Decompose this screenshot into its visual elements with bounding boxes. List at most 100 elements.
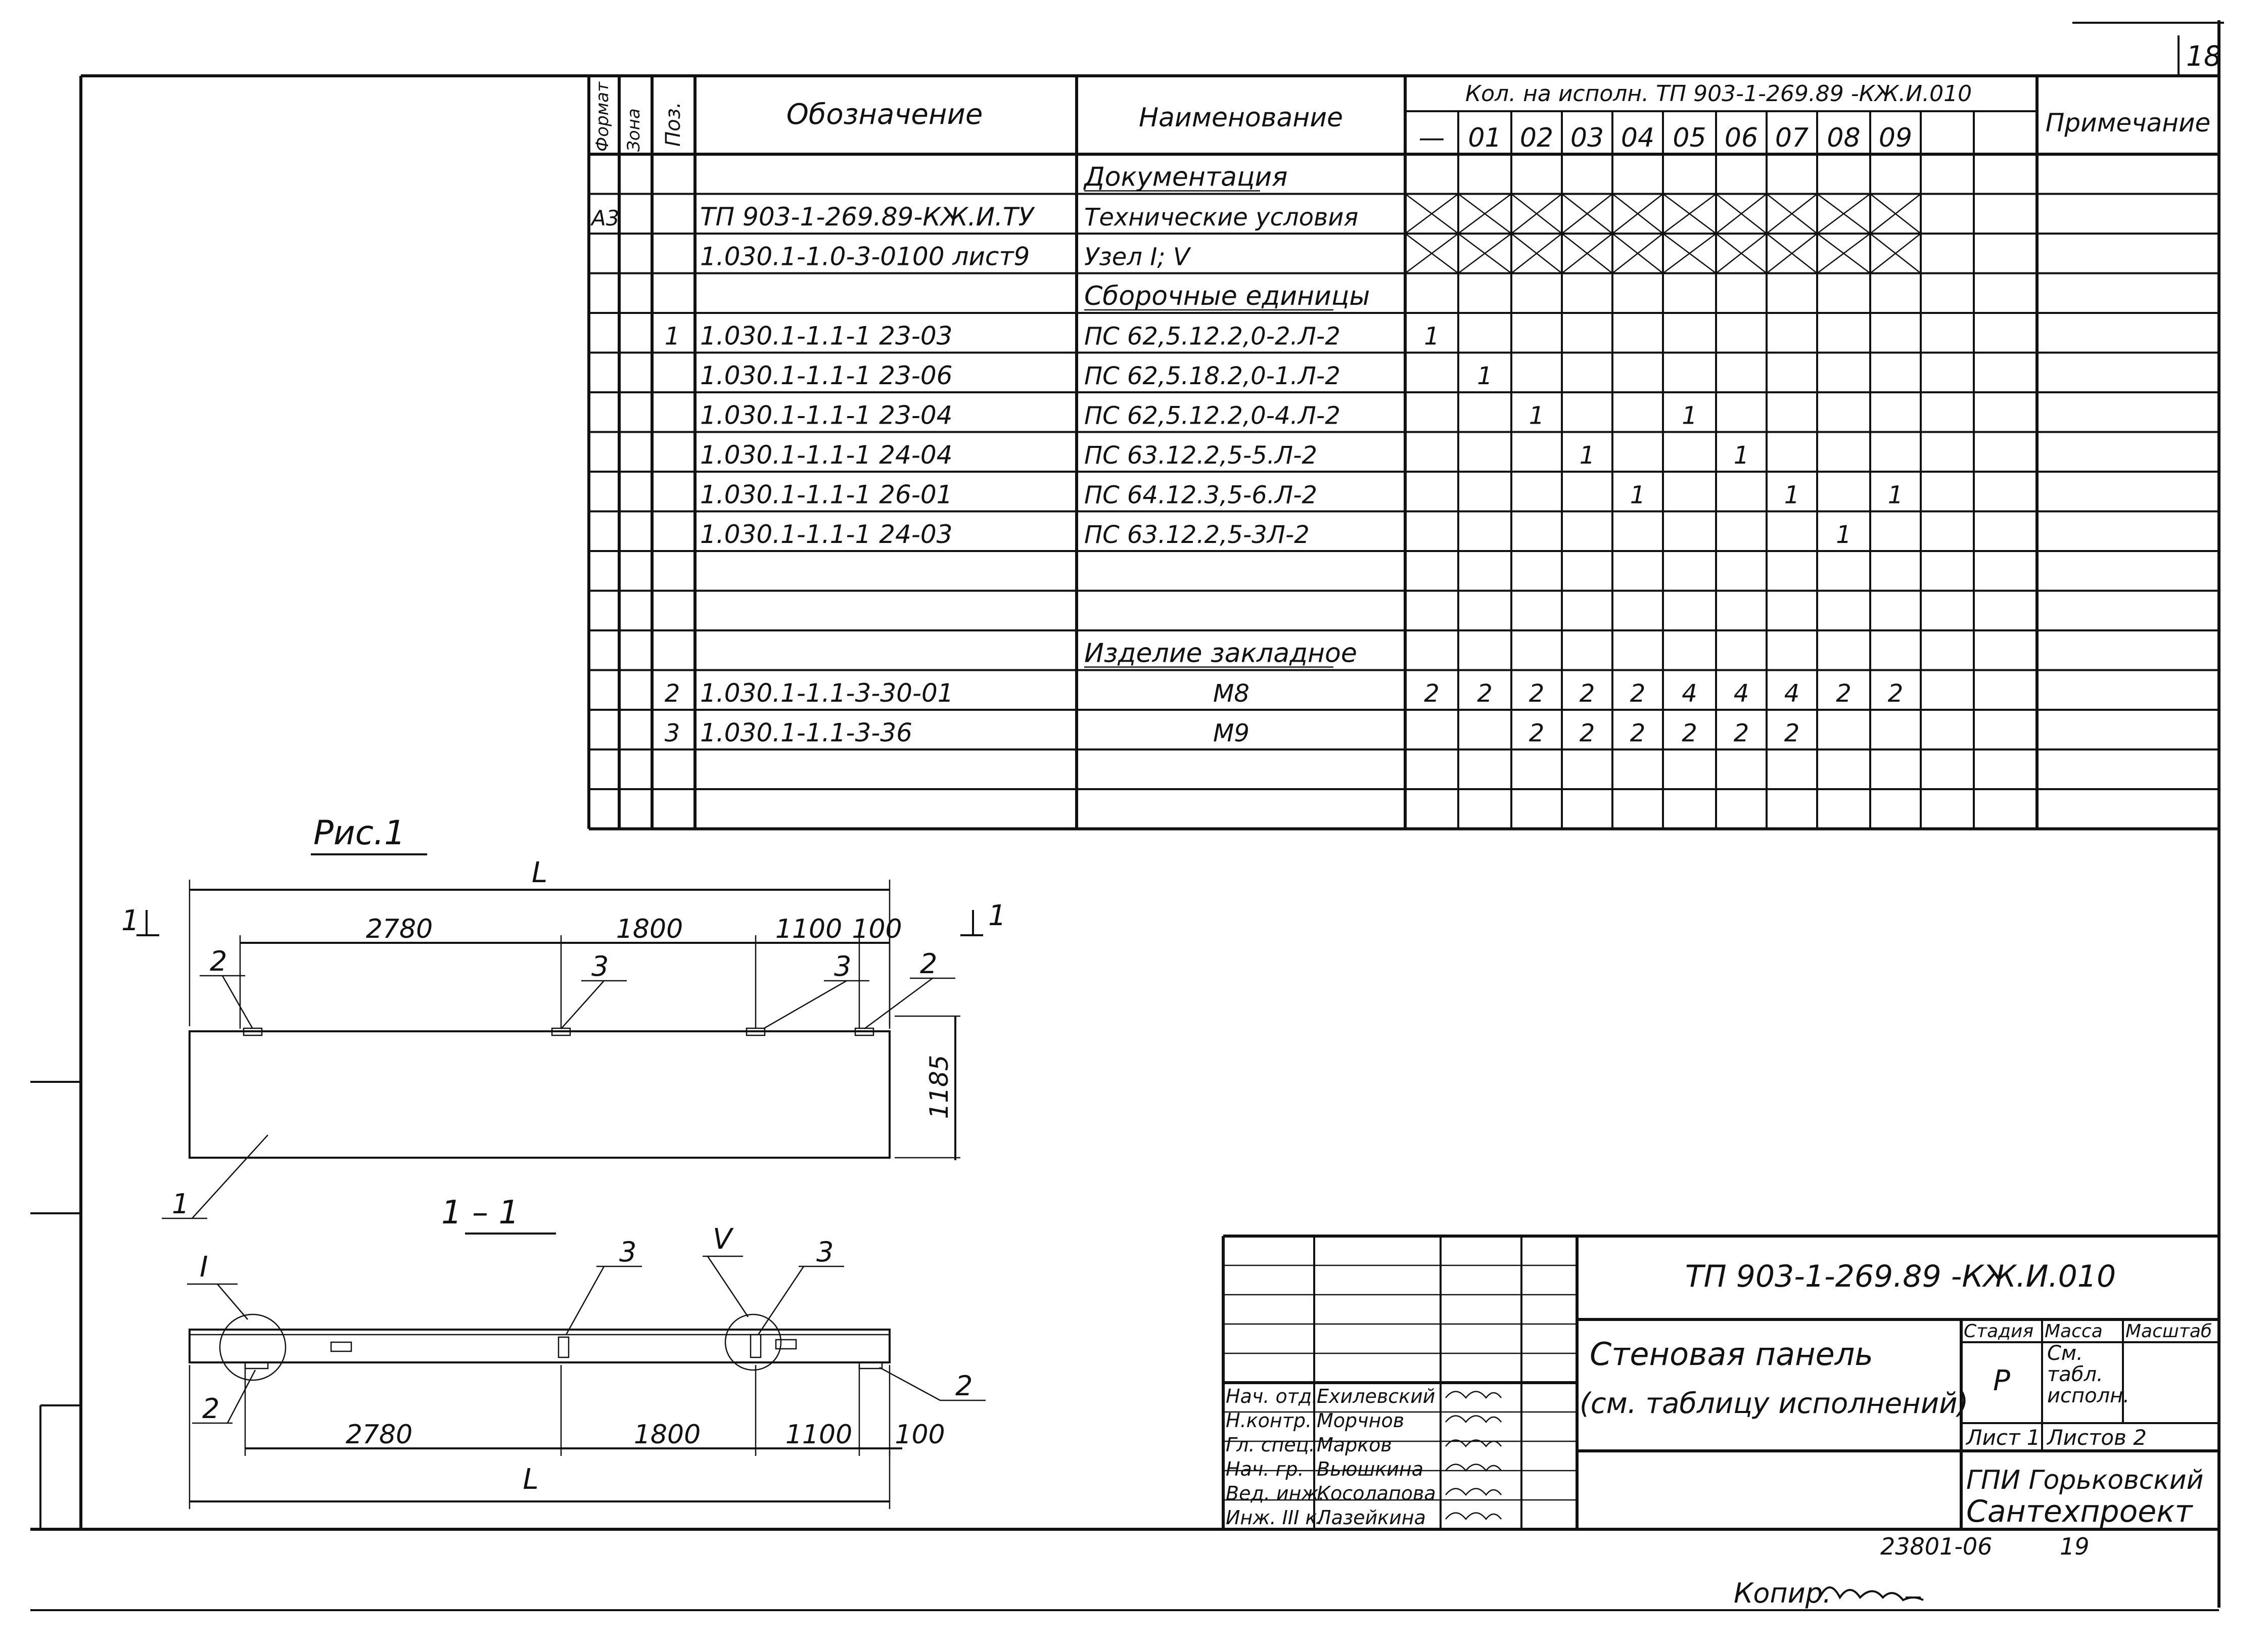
embedded-item [750, 1334, 762, 1358]
header-variant-0: — [1419, 123, 1445, 153]
dimension-value: 2780 [366, 914, 433, 944]
row-format: А3 [590, 206, 619, 231]
callout-2: 2 [210, 945, 227, 977]
section-mark-left: 1 [121, 904, 140, 937]
row-name: ПС 63.12.2,5-5.Л-2 [1084, 441, 1317, 470]
qty-cell: 1 [1784, 481, 1800, 510]
qty-cell: 1 [1888, 481, 1904, 510]
qty-cell: 4 [1682, 679, 1697, 708]
callout-3: 3 [816, 1236, 834, 1268]
section-heading: Сборочные единицы [1084, 281, 1370, 311]
callout-leader [226, 1370, 256, 1424]
cross-line [1511, 193, 1562, 234]
node-label-I: I [200, 1251, 208, 1284]
callout-3: 3 [834, 950, 851, 982]
sheets-label: Листов 2 [2046, 1425, 2147, 1450]
header-variant-2: 02 [1520, 123, 1553, 153]
page-number: 19 [2060, 1533, 2090, 1560]
document-title-line1: Стеновая панель [1590, 1336, 1873, 1373]
dimension-L: L [523, 1463, 538, 1496]
header-variant-1: 01 [1468, 123, 1501, 153]
cross-line [1817, 193, 1871, 235]
header-variant-8: 08 [1827, 123, 1860, 153]
callout-1: 1 [172, 1188, 189, 1220]
dimension-value: 1800 [616, 914, 683, 944]
header-zone: Зона [624, 108, 644, 152]
staff-role: Инж. III к. [1226, 1507, 1323, 1529]
figure-title: Рис.1 [313, 813, 405, 852]
qty-cell: 2 [1580, 679, 1595, 708]
callout-2: 2 [920, 948, 937, 980]
dimension-value: 100 [852, 914, 902, 944]
footer: 23801-06 19 Копир. [1734, 1533, 2090, 1609]
header-variant-7: 07 [1775, 123, 1809, 153]
row-name: ПС 63.12.2,5-3Л-2 [1084, 521, 1310, 549]
sheet-number: 18 [2186, 40, 2221, 72]
row-name: М8 [1213, 679, 1249, 708]
header-variant-4: 04 [1621, 123, 1654, 153]
callout-3: 3 [619, 1236, 636, 1268]
qty-cell: 2 [1424, 679, 1440, 708]
qty-cell: 2 [1784, 719, 1800, 748]
mass-header: Масса [2045, 1321, 2103, 1342]
callout-3: 3 [591, 950, 609, 982]
callout-leader [864, 977, 933, 1030]
qty-cell: 1 [1580, 441, 1595, 470]
staff-role: Гл. спец. [1226, 1434, 1315, 1456]
staff-name: Морчнов [1317, 1409, 1404, 1432]
section-heading: Изделие закладное [1084, 638, 1357, 669]
staff-role: Нач. гр. [1226, 1458, 1304, 1480]
cross-line [1612, 233, 1663, 274]
cross-line [1716, 233, 1767, 274]
qty-cell: 2 [1529, 719, 1545, 748]
row-designation: 1.030.1-1.1-1 23-04 [700, 401, 952, 430]
cross-line [1405, 233, 1459, 274]
qty-cell: 1 [1424, 323, 1440, 351]
mass-value: исполн. [2047, 1384, 2130, 1407]
signature [1445, 1439, 1502, 1448]
header-name: Наименование [1139, 103, 1343, 133]
document-code: ТП 903-1-269.89 -КЖ.И.010 [1685, 1259, 2116, 1294]
signature [1445, 1391, 1502, 1399]
callout-2: 2 [202, 1393, 219, 1425]
copy-label: Копир. [1734, 1577, 1831, 1609]
cross-line [1612, 193, 1663, 234]
embedded-item [558, 1336, 570, 1358]
dimension-value: 2780 [346, 1420, 412, 1450]
callout-leader [879, 1366, 941, 1401]
staff-name: Марков [1317, 1434, 1392, 1456]
header-variant-6: 06 [1725, 123, 1758, 153]
cross-line [1561, 193, 1613, 234]
row-designation: 1.030.1-1.0-3-0100 лист9 [700, 242, 1030, 271]
sheet-label: Лист 1 [1965, 1425, 2041, 1450]
row-designation: 1.030.1-1.1-1 23-06 [700, 361, 952, 390]
qty-cell: 2 [1630, 679, 1646, 708]
header-variant-5: 05 [1673, 123, 1706, 153]
scale-header: Масштаб [2125, 1321, 2212, 1342]
row-name: ПС 62,5.12.2,0-4.Л-2 [1084, 402, 1340, 430]
callout-leader [221, 975, 254, 1029]
staff-name: Косолапова [1317, 1482, 1436, 1504]
stage-header: Стадия [1964, 1321, 2033, 1342]
callout-2: 2 [955, 1370, 973, 1402]
header-variant-9: 09 [1879, 123, 1912, 153]
callout-leader [192, 1134, 268, 1219]
document-title-line2: (см. таблицу исполнений) [1580, 1387, 1968, 1420]
row-designation: ТП 903-1-269.89-КЖ.И.ТУ [700, 202, 1035, 232]
qty-cell: 2 [1836, 679, 1852, 708]
cross-line [1766, 233, 1818, 274]
row-pos: 2 [665, 679, 680, 708]
dimension-value: 1800 [634, 1420, 701, 1450]
header-format: Формат [592, 81, 613, 152]
qty-cell: 2 [1580, 719, 1595, 748]
staff-role: Н.контр. [1226, 1409, 1312, 1432]
row-pos: 1 [665, 323, 680, 351]
qty-cell: 1 [1734, 441, 1749, 470]
header-pos: Поз. [662, 102, 685, 147]
row-name: Технические условия [1084, 203, 1358, 232]
section-mark-right: 1 [988, 899, 1006, 932]
qty-cell: 1 [1836, 521, 1852, 549]
